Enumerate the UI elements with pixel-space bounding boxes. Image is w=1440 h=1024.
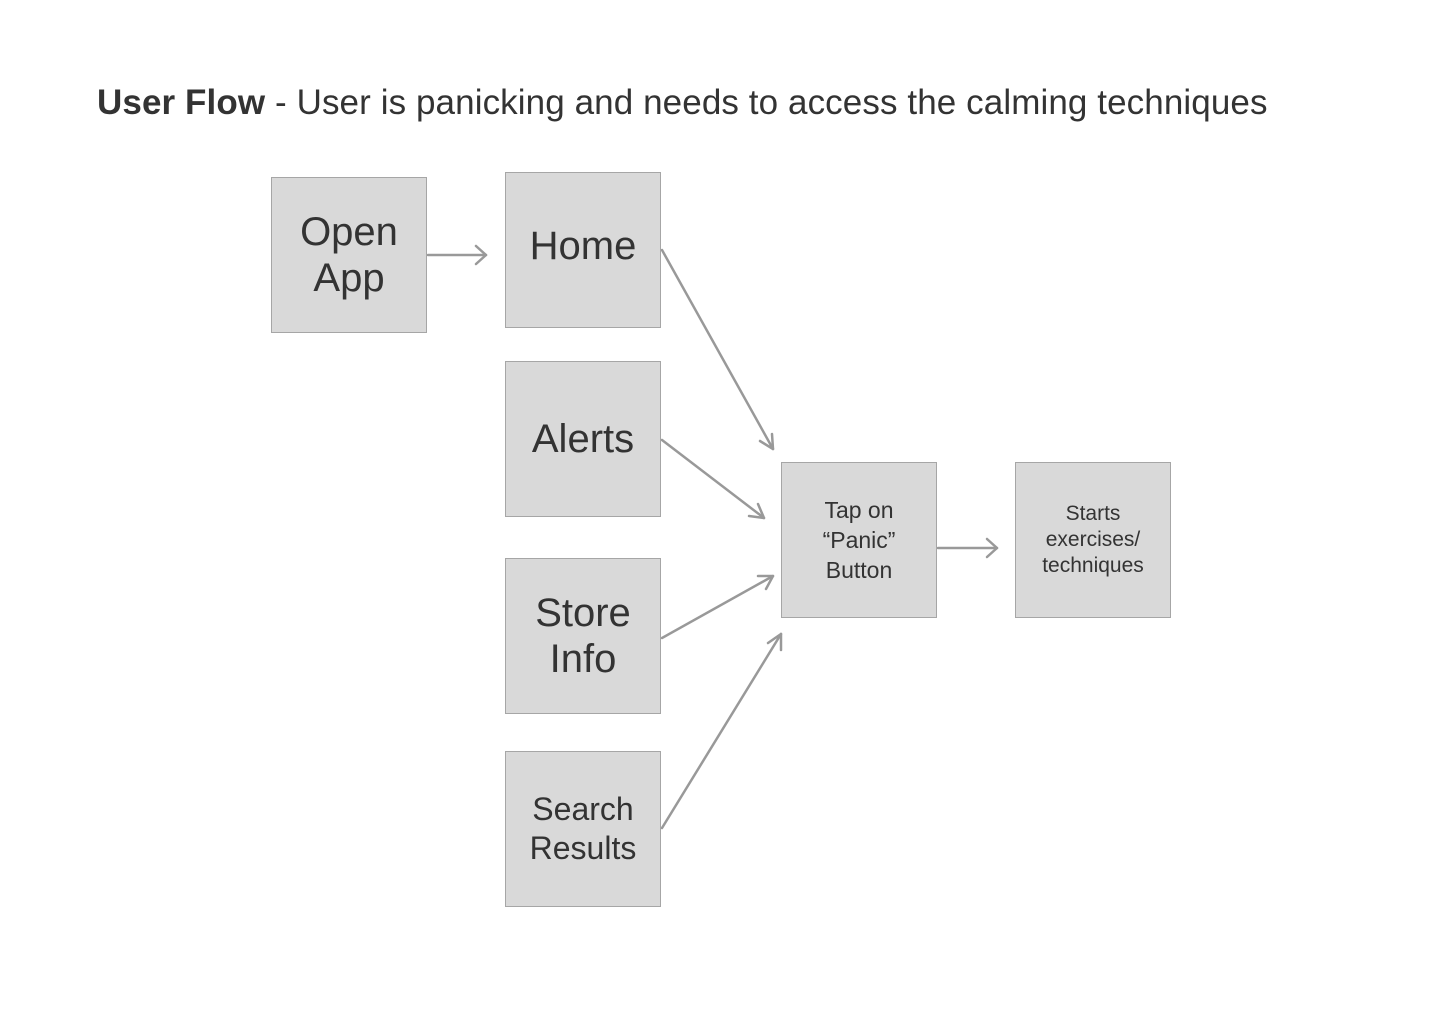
arrow-open-app-to-home (426, 244, 488, 266)
arrow-alerts-to-tap-panic (660, 438, 766, 520)
title-description: - User is panicking and needs to access … (265, 83, 1268, 122)
arrow-home-to-tap-panic (660, 248, 775, 451)
arrow-tap-panic-to-starts (936, 537, 999, 559)
node-tap-panic-button-label: Tap on “Panic” Button (822, 497, 896, 583)
node-store-info: Store Info (505, 558, 661, 714)
arrow-store-info-to-tap-panic (660, 574, 775, 640)
node-starts-exercises: Starts exercises/ techniques (1015, 462, 1171, 618)
node-tap-panic-button: Tap on “Panic” Button (781, 462, 937, 618)
node-alerts: Alerts (505, 361, 661, 517)
node-starts-exercises-label: Starts exercises/ techniques (1042, 502, 1144, 577)
title-bold-label: User Flow (97, 83, 266, 122)
node-search-results-label: Search Results (529, 791, 637, 866)
node-open-app-label: Open App (300, 210, 398, 300)
node-alerts-label: Alerts (531, 417, 635, 461)
node-home: Home (505, 172, 661, 328)
node-store-info-label: Store Info (535, 591, 631, 681)
node-home-label: Home (529, 224, 637, 268)
node-search-results: Search Results (505, 751, 661, 907)
arrow-search-results-to-tap-panic (660, 632, 783, 830)
diagram-title: User Flow - User is panicking and needs … (97, 82, 1268, 124)
node-open-app: Open App (271, 177, 427, 333)
